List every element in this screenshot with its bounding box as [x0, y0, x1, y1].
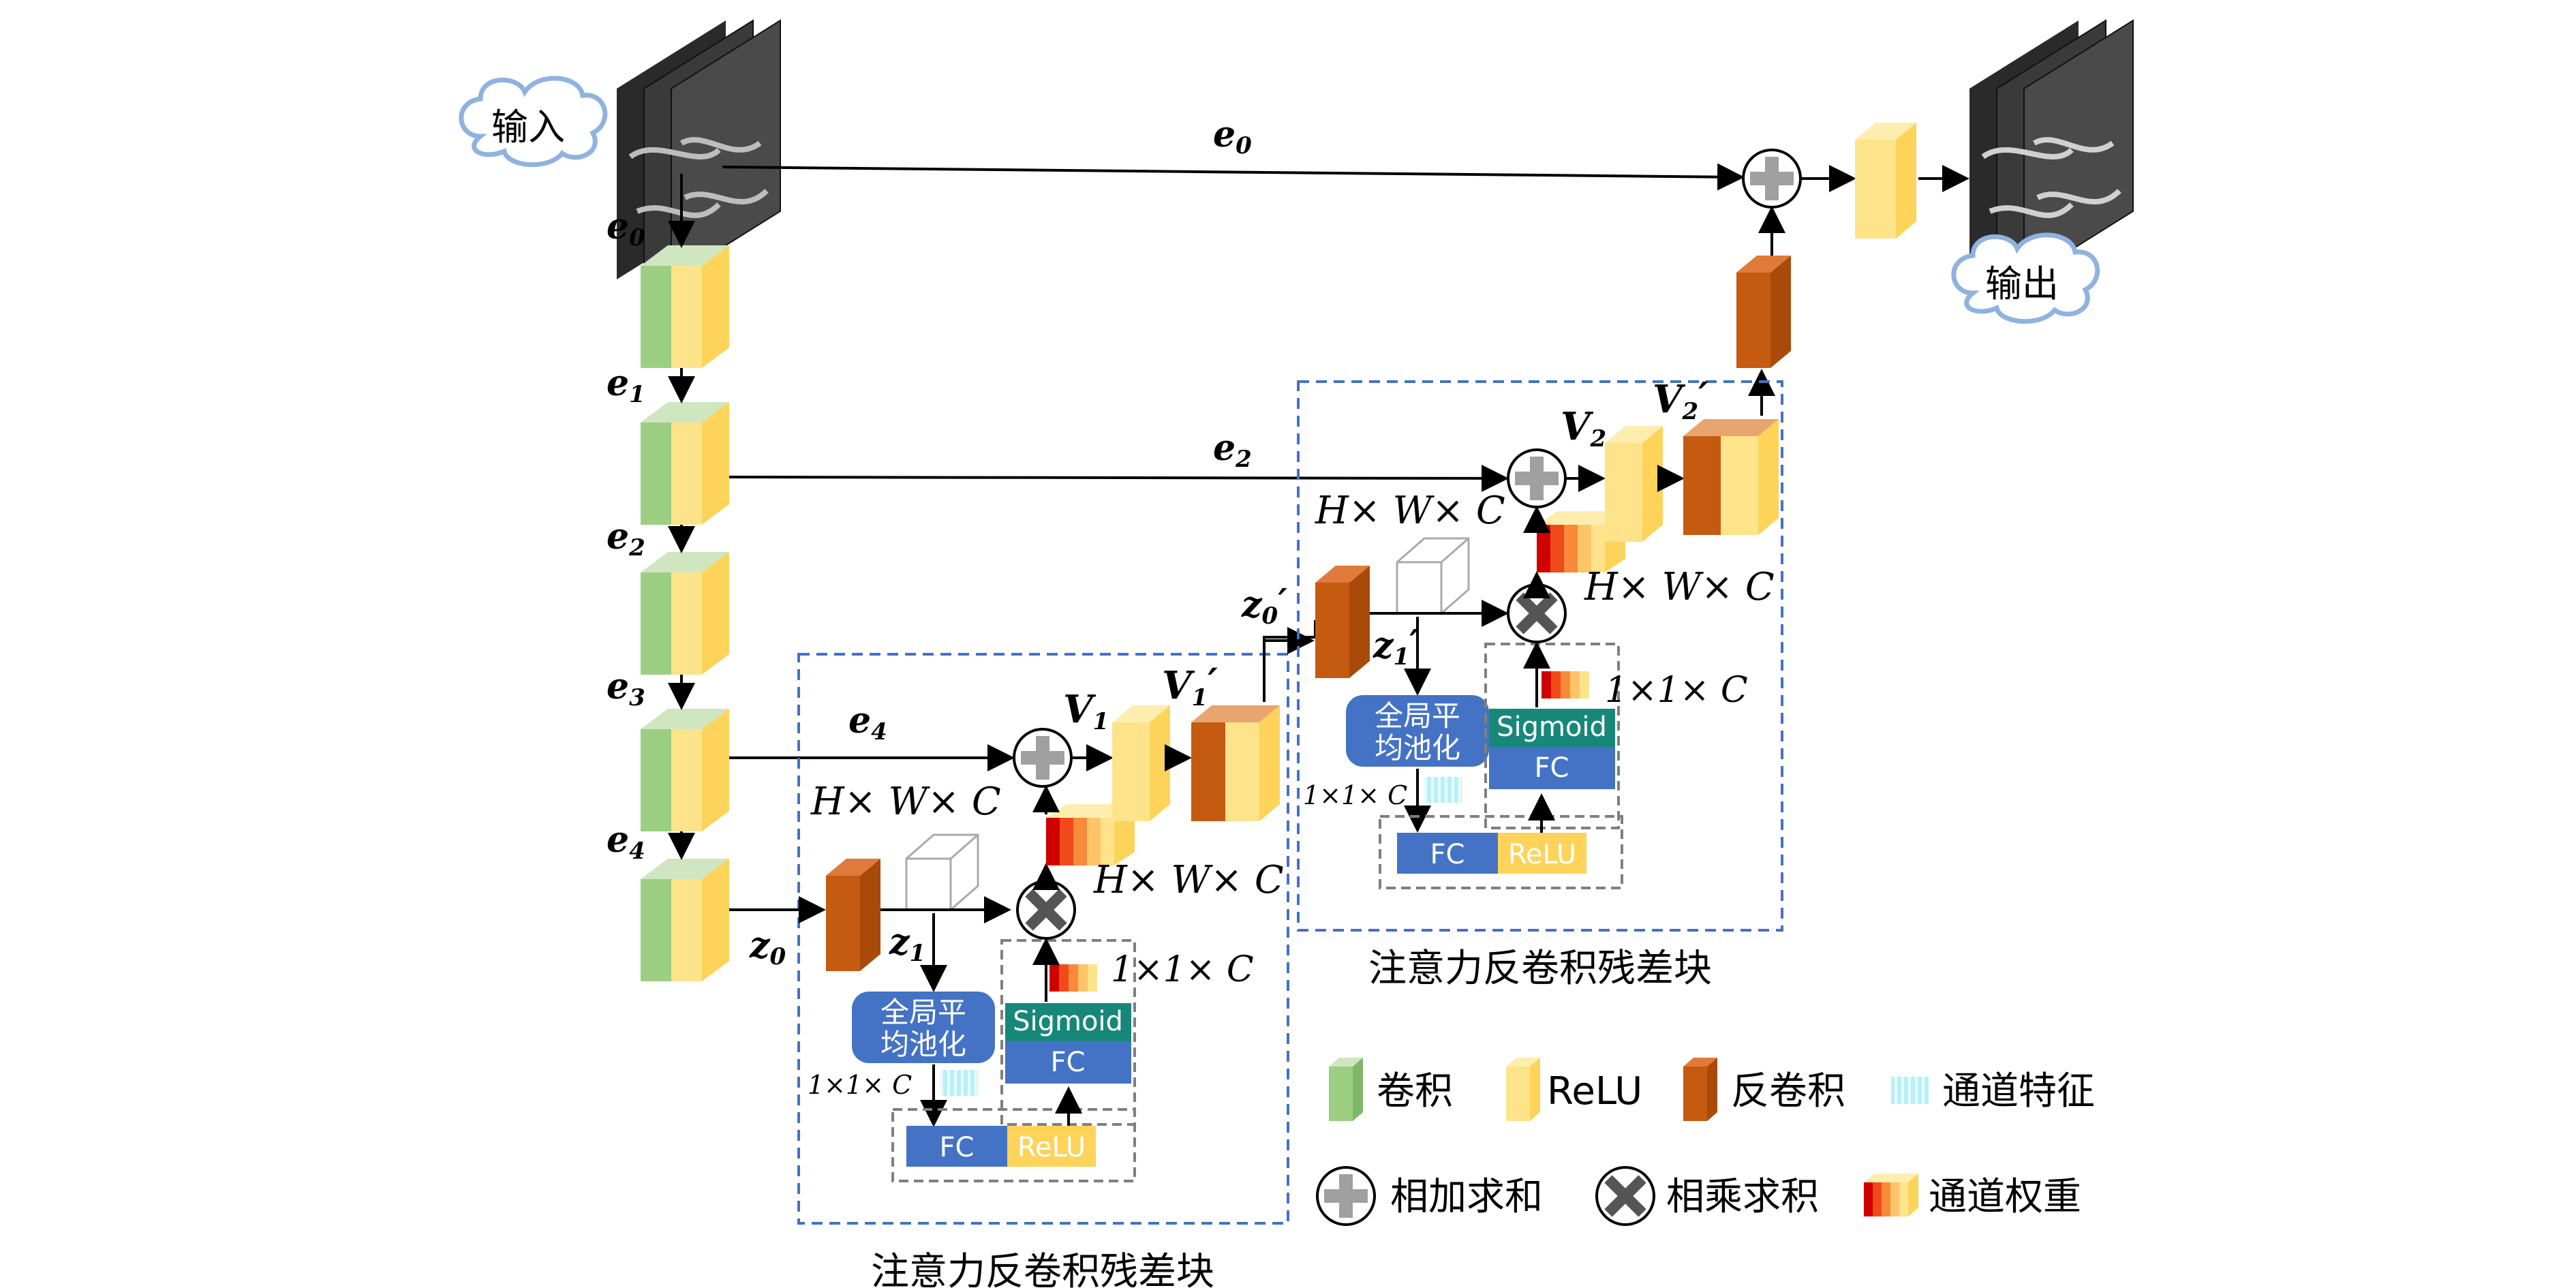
block2-channel-weight-small — [1542, 671, 1589, 699]
block1-1x1xc-small: 1×1× C — [808, 1070, 912, 1100]
block2-deconv — [1315, 566, 1370, 678]
block1-sigmoid-fc: Sigmoid FC — [1005, 1003, 1131, 1084]
legend-conv: 卷积 — [1329, 1058, 1453, 1121]
legend-add: 相加求和 — [1316, 1166, 1543, 1226]
svg-text:相加求和: 相加求和 — [1390, 1175, 1543, 1219]
block1-global-avg-pool: 全局平 均池化 — [852, 992, 995, 1063]
svg-text:FC: FC — [1051, 1047, 1086, 1078]
legend-channel-weight: 通道权重 — [1864, 1174, 2081, 1219]
svg-text:通道权重: 通道权重 — [1929, 1175, 2081, 1219]
svg-text:ReLU: ReLU — [1017, 1132, 1086, 1163]
svg-text:全局平: 全局平 — [880, 996, 966, 1029]
encoder-block-2 — [641, 402, 729, 525]
svg-text:Sigmoid: Sigmoid — [1013, 1006, 1123, 1037]
block1-feature-cube — [905, 833, 979, 911]
svg-text:e0: e0 — [607, 206, 645, 251]
block1-channel-feature — [940, 1070, 978, 1096]
block2-channel-feature — [1424, 777, 1462, 803]
block1-deconv-relu — [1191, 705, 1280, 821]
block2-feature-cube — [1396, 537, 1470, 615]
svg-text:ReLU: ReLU — [1508, 839, 1576, 870]
legend-deconv: 反卷积 — [1683, 1058, 1845, 1121]
block2-relu — [1605, 426, 1663, 542]
v2-prime-label: V2′ — [1653, 374, 1708, 425]
svg-text:反卷积: 反卷积 — [1731, 1069, 1845, 1114]
block1-fc-relu: FC ReLU — [906, 1126, 1096, 1167]
v1-prime-label: V1′ — [1162, 660, 1218, 711]
legend: 卷积 ReLU 反卷积 通道特征 相加求和 相乘求积 — [1316, 1058, 2095, 1226]
skip-e2: e2 — [729, 427, 1509, 492]
z0-prime-label: z0′ — [1241, 581, 1287, 630]
block2-multiply-op — [1507, 583, 1567, 643]
block1-hwc-bottom: H× W× C — [1093, 858, 1284, 902]
legend-channel-feature: 通道特征 — [1891, 1069, 2095, 1114]
svg-text:卷积: 卷积 — [1377, 1069, 1453, 1114]
svg-text:相乘求积: 相乘求积 — [1666, 1175, 1819, 1219]
final-add-op — [1742, 149, 1802, 209]
output-label: 输出 — [1985, 262, 2059, 305]
attention-block-1: 注意力反卷积残差块 — [797, 653, 1289, 1288]
block2-hwc-bottom: H× W× C — [1584, 565, 1775, 609]
block1-multiply-op — [1016, 880, 1076, 940]
final-relu-block — [1855, 123, 1916, 239]
block2-add-op — [1507, 448, 1567, 508]
output-image-stack — [1969, 19, 2134, 281]
svg-text:均池化: 均池化 — [880, 1028, 966, 1061]
final-deconv-block — [1736, 256, 1791, 368]
svg-text:均池化: 均池化 — [1375, 731, 1460, 765]
block2-sigmoid-fc: Sigmoid FC — [1489, 709, 1615, 789]
z0-label: z0 — [749, 925, 786, 970]
v1-label: V1 — [1063, 687, 1109, 735]
svg-text:e3: e3 — [607, 666, 645, 711]
svg-text:e2: e2 — [1213, 427, 1252, 473]
attention-block-2: 注意力反卷积残差块 — [1297, 380, 1783, 991]
svg-text:FC: FC — [940, 1132, 975, 1163]
encoder-block-4 — [641, 709, 729, 831]
block2-global-avg-pool: 全局平 均池化 — [1346, 695, 1489, 767]
legend-relu: ReLU — [1506, 1058, 1642, 1121]
block2-1x1xc-small: 1×1× C — [1303, 780, 1407, 810]
svg-text:FC: FC — [1430, 839, 1465, 870]
legend-multiply: 相乘求积 — [1595, 1166, 1819, 1226]
output-cloud: 输出 — [1951, 232, 2100, 324]
svg-text:e4: e4 — [848, 700, 887, 746]
svg-text:e2: e2 — [607, 516, 645, 562]
encoder-labels: e0 e1 e2 e3 e4 — [607, 206, 645, 865]
svg-text:FC: FC — [1535, 752, 1569, 784]
block2-deconv-relu — [1683, 419, 1779, 535]
svg-text:通道特征: 通道特征 — [1942, 1069, 2095, 1114]
svg-text:ReLU: ReLU — [1547, 1069, 1642, 1114]
skip-e0: e0 — [722, 114, 1745, 191]
svg-text:Sigmoid: Sigmoid — [1497, 711, 1607, 743]
block-2-caption: 注意力反卷积残差块 — [1368, 947, 1712, 991]
block1-relu — [1112, 705, 1170, 821]
encoder-block-1 — [641, 245, 729, 368]
block1-add-op — [1013, 728, 1073, 788]
svg-text:e0: e0 — [1213, 114, 1252, 159]
block-1-caption: 注意力反卷积残差块 — [871, 1250, 1214, 1288]
z1-prime-label: z1′ — [1373, 622, 1419, 671]
encoder-block-5 — [641, 859, 729, 981]
block1-channel-weight-small — [1049, 964, 1097, 992]
input-label: 输入 — [491, 106, 565, 149]
v2-label: V2 — [1561, 404, 1606, 453]
input-image-stack — [617, 19, 781, 281]
encoder-block-3 — [641, 552, 729, 675]
block2-hwc-top: H× W× C — [1315, 489, 1505, 533]
block1-hwc-top: H× W× C — [810, 780, 1001, 824]
svg-text:e1: e1 — [607, 363, 645, 408]
block1-1x1xc: 1×1× C — [1111, 949, 1254, 990]
block2-1x1xc: 1×1× C — [1605, 670, 1748, 711]
block1-deconv — [826, 859, 880, 971]
z1-label: z1 — [889, 921, 925, 967]
svg-text:全局平: 全局平 — [1375, 699, 1460, 733]
input-cloud: 输入 — [459, 76, 608, 168]
svg-text:e4: e4 — [607, 819, 645, 865]
block2-fc-relu: FC ReLU — [1397, 833, 1586, 874]
skip-e4: e4 — [729, 700, 1015, 771]
